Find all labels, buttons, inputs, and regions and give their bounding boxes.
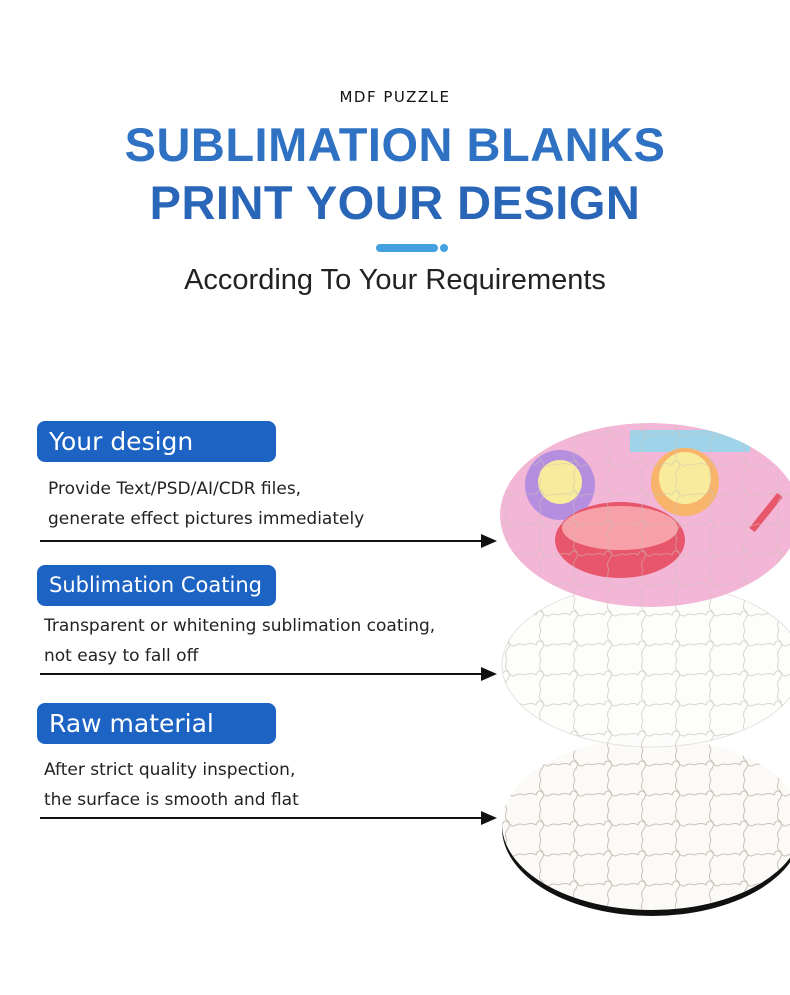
desc-raw-material: After strict quality inspection, the sur… — [44, 755, 299, 815]
desc-your-design: Provide Text/PSD/AI/CDR files, generate … — [48, 474, 364, 534]
label-raw-material: Raw material — [37, 703, 276, 744]
coating-layer — [501, 582, 790, 748]
divider-dot — [440, 244, 448, 252]
puzzle-layers-illustration — [500, 423, 790, 916]
label-sublimation-coating: Sublimation Coating — [37, 565, 276, 606]
desc-coating: Transparent or whitening sublimation coa… — [44, 611, 435, 671]
desc-line: Provide Text/PSD/AI/CDR files, — [48, 479, 302, 499]
desc-line: After strict quality inspection, — [44, 760, 296, 780]
headline-line1: SUBLIMATION BLANKS — [124, 118, 666, 171]
arrow-design — [40, 534, 497, 548]
desc-line: the surface is smooth and flat — [44, 790, 299, 810]
desc-line: not easy to fall off — [44, 646, 199, 666]
label-your-design: Your design — [37, 421, 276, 462]
kicker-text: MDF PUZZLE — [339, 88, 451, 106]
arrow-coating — [40, 667, 497, 681]
headline-line2: PRINT YOUR DESIGN — [149, 176, 641, 229]
desc-line: generate effect pictures immediately — [48, 509, 365, 529]
subtitle: According To Your Requirements — [184, 264, 606, 296]
desc-line: Transparent or whitening sublimation coa… — [44, 616, 436, 636]
printed-design-layer — [500, 423, 790, 607]
raw-material-layer — [502, 738, 790, 916]
arrow-raw — [40, 811, 497, 825]
divider-bar — [376, 244, 438, 252]
